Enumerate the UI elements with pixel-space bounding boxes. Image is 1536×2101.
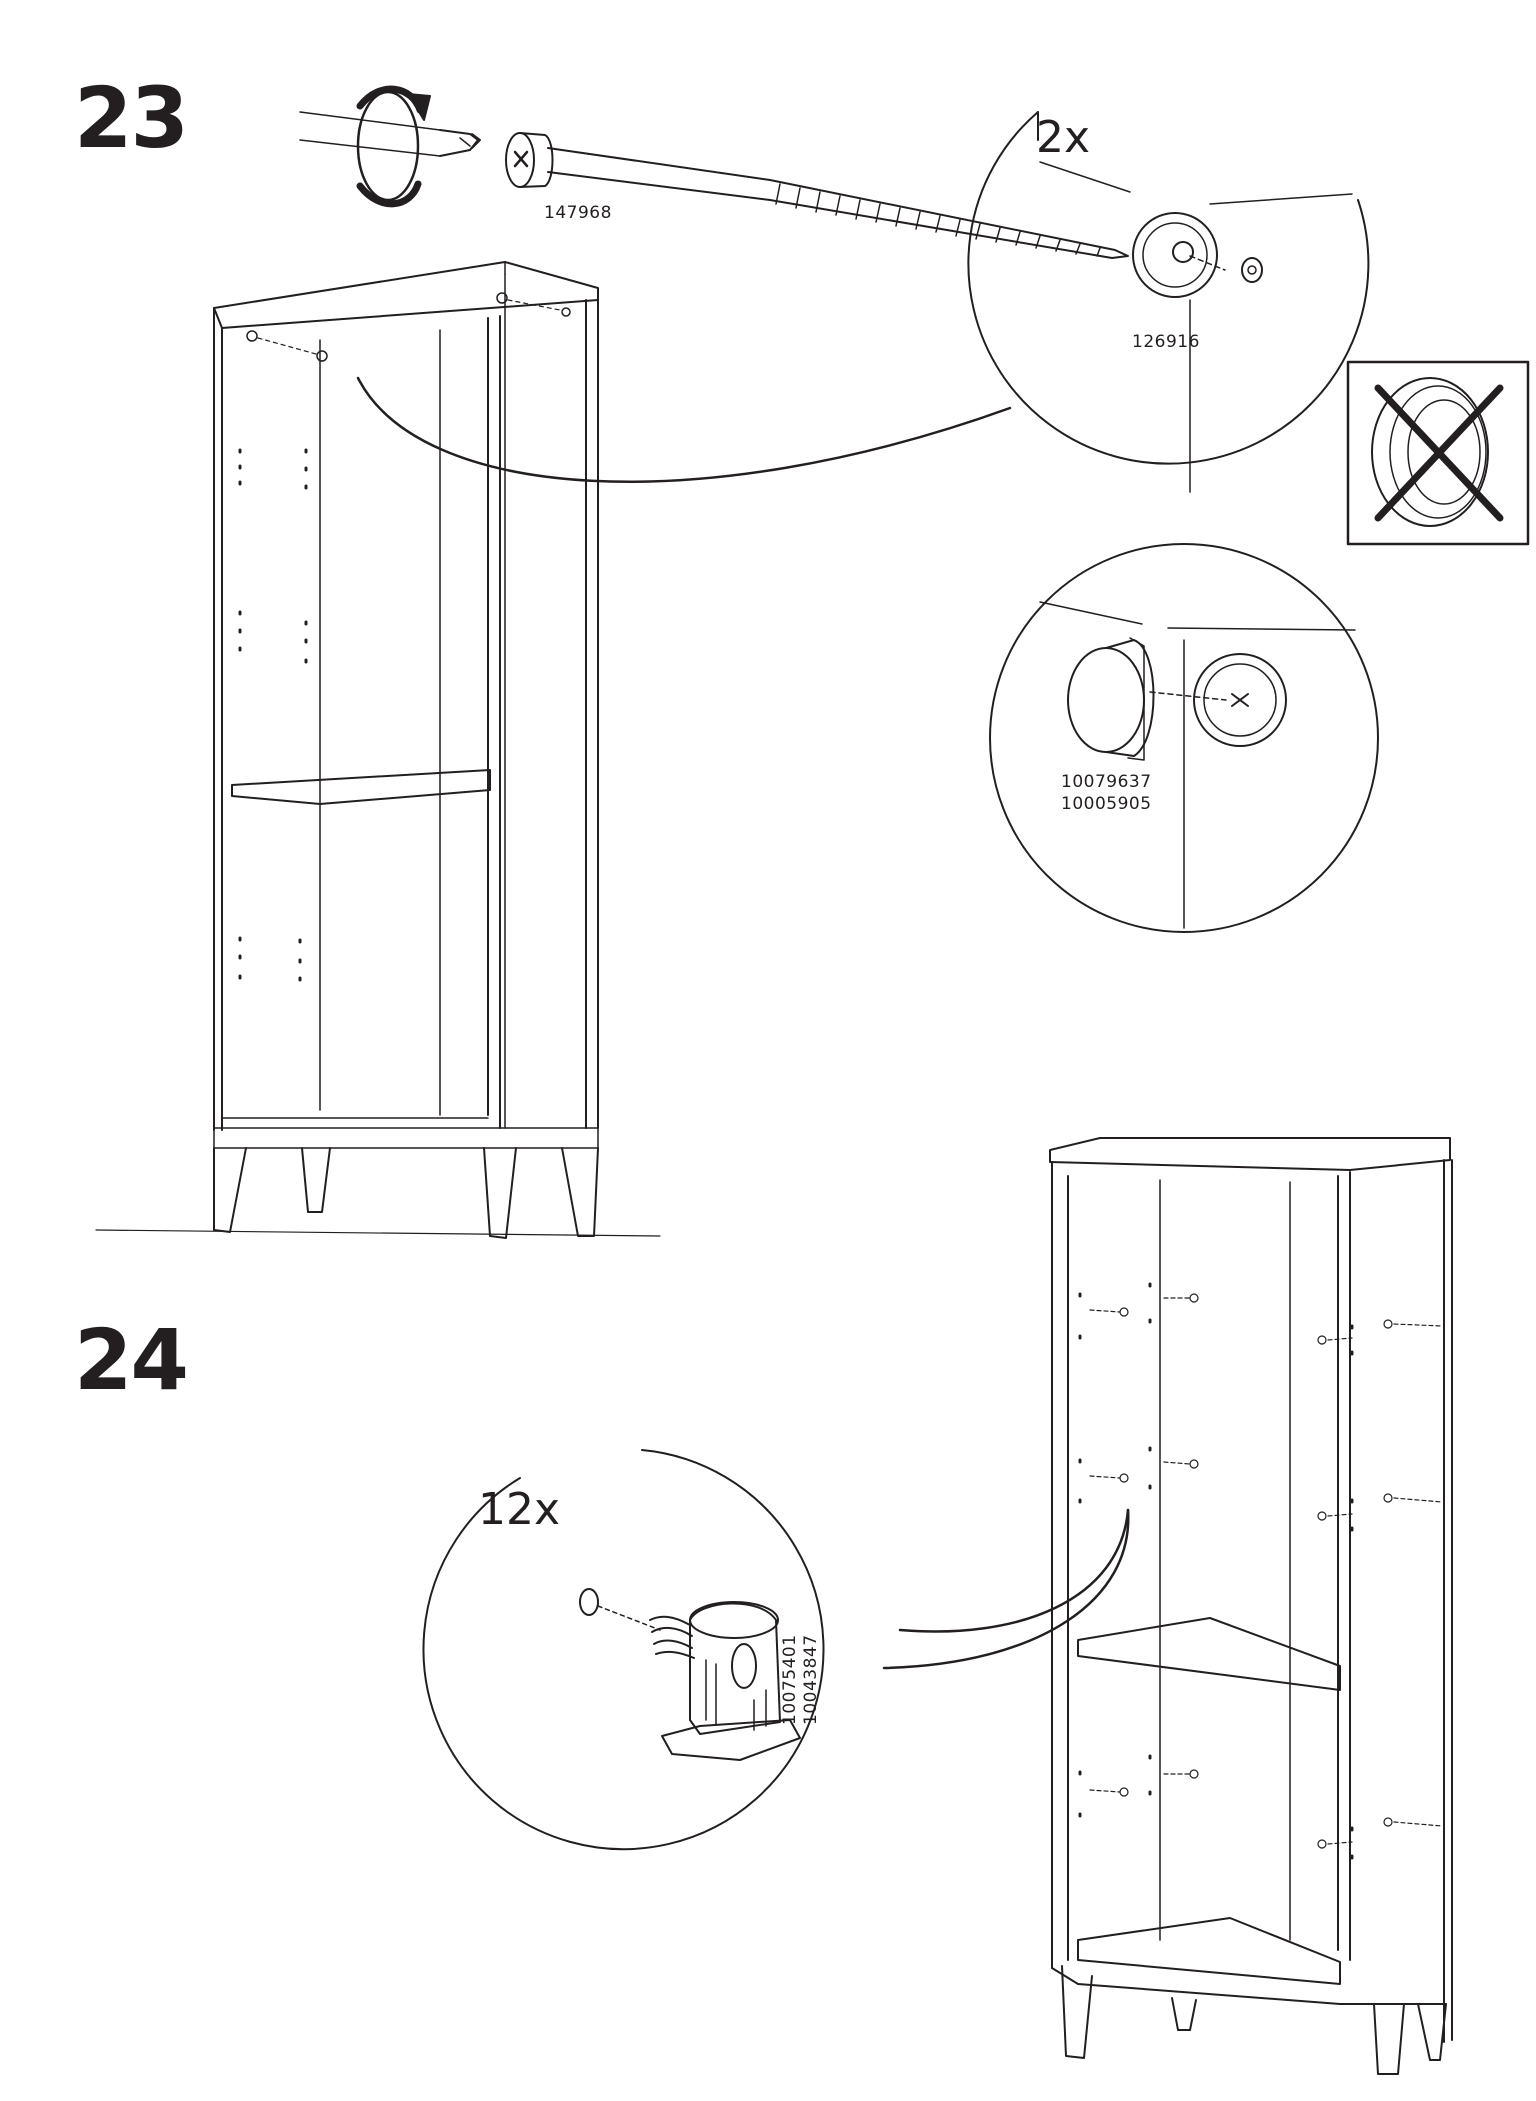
- screwdriver-icon: [300, 112, 480, 156]
- quantity-label-23: 2x: [1036, 112, 1091, 163]
- detail-circle-shelf-support: [423, 1450, 823, 1849]
- step-number-24: 24: [74, 1311, 189, 1409]
- rotate-clockwise-icon: [358, 89, 430, 204]
- detail-circle-cap: [990, 544, 1378, 932]
- cabinet-step-23: [96, 262, 660, 1238]
- part-number-cap-1: 10079637: [1061, 772, 1152, 792]
- quantity-label-24: 12x: [478, 1484, 561, 1535]
- step-number-23: 23: [74, 69, 189, 167]
- part-number-cap-2: 10005905: [1061, 794, 1152, 814]
- wrong-washer-crossed-icon: [1348, 362, 1528, 544]
- cabinet-step-24: [1050, 1138, 1452, 2074]
- detail-pointer-24: [900, 1510, 1128, 1632]
- detail-circle-washer: [968, 112, 1368, 492]
- screw-part-icon: [506, 133, 1128, 258]
- part-number-washer: 126916: [1132, 332, 1200, 352]
- part-number-screw: 147968: [544, 203, 612, 223]
- detail-pointer-23: [358, 378, 1010, 482]
- detail-pointer-24b: [884, 1510, 1128, 1668]
